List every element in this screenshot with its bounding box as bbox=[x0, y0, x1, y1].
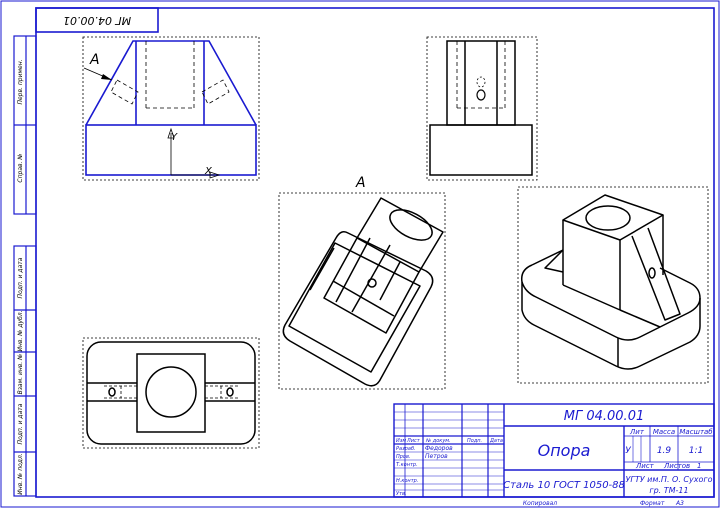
top-code-text: МГ 04.00.01 bbox=[63, 14, 131, 27]
format-value: А3 bbox=[675, 500, 684, 507]
col-date: Дата bbox=[489, 438, 503, 444]
col-izm: Изм bbox=[396, 438, 406, 444]
top-view bbox=[82, 337, 260, 449]
col-list: Лист bbox=[406, 438, 421, 444]
title-material: Сталь 10 ГОСТ 1050-88 bbox=[503, 480, 625, 491]
title-code: МГ 04.00.01 bbox=[564, 409, 644, 424]
view-a-arrow-label: A bbox=[89, 52, 100, 68]
title-group: гр. ТМ-11 bbox=[649, 486, 688, 495]
front-view: A Y X bbox=[82, 36, 260, 181]
side-view bbox=[426, 36, 538, 181]
title-sheet-label: Лист bbox=[635, 462, 655, 470]
axis-x-label: X bbox=[204, 166, 213, 177]
side-sprav: Справ. № bbox=[17, 153, 24, 182]
side-stamp bbox=[13, 35, 37, 497]
top-code-box bbox=[35, 7, 159, 33]
row-tkontr: Т.контр. bbox=[396, 462, 418, 468]
row-razrab: Разраб. bbox=[396, 446, 416, 452]
view-a bbox=[278, 192, 446, 390]
title-mass-header: Масса bbox=[653, 428, 675, 436]
view-a-title: A bbox=[355, 175, 366, 191]
title-organization: УГТУ им.П. О. Сухого bbox=[626, 475, 713, 484]
title-sheets-value: 1 bbox=[697, 462, 701, 470]
title-scale-header: Масштаб bbox=[679, 428, 713, 436]
side-perv-primen: Перв. примен. bbox=[17, 59, 24, 104]
front-view-bounds bbox=[82, 36, 260, 181]
axis-y-label: Y bbox=[171, 132, 178, 143]
title-lit-header: Лит bbox=[629, 428, 645, 436]
row-nkontr: Н.контр. bbox=[396, 478, 418, 484]
row-prov: Пров. bbox=[396, 454, 411, 460]
title-mass-value: 1.9 bbox=[657, 446, 672, 456]
isometric-view bbox=[517, 186, 709, 384]
title-block bbox=[393, 403, 715, 498]
title-part-name: Опора bbox=[538, 441, 591, 460]
side-podp-data-2: Подп. и дата bbox=[17, 403, 24, 444]
title-scale-value: 1:1 bbox=[689, 446, 703, 456]
title-sheets-label: Листов bbox=[663, 462, 690, 470]
copied-label: Копировал bbox=[523, 500, 557, 507]
col-sign: Подп. bbox=[467, 438, 482, 444]
side-podp-data-1: Подп. и дата bbox=[17, 257, 24, 298]
side-inv-dubl: Инв. № дубл. bbox=[17, 310, 24, 351]
row-utv: Утв. bbox=[396, 491, 407, 497]
title-lit-value: У bbox=[625, 446, 631, 456]
name-razrab: Федоров bbox=[425, 445, 453, 452]
side-vzam-inv: Взам. инв. № bbox=[17, 354, 24, 395]
col-doc: № докум. bbox=[425, 438, 451, 444]
format-label: Формат bbox=[640, 500, 665, 507]
side-inv-podl: Инв. № подл. bbox=[17, 453, 24, 494]
name-prov: Петров bbox=[425, 453, 448, 460]
